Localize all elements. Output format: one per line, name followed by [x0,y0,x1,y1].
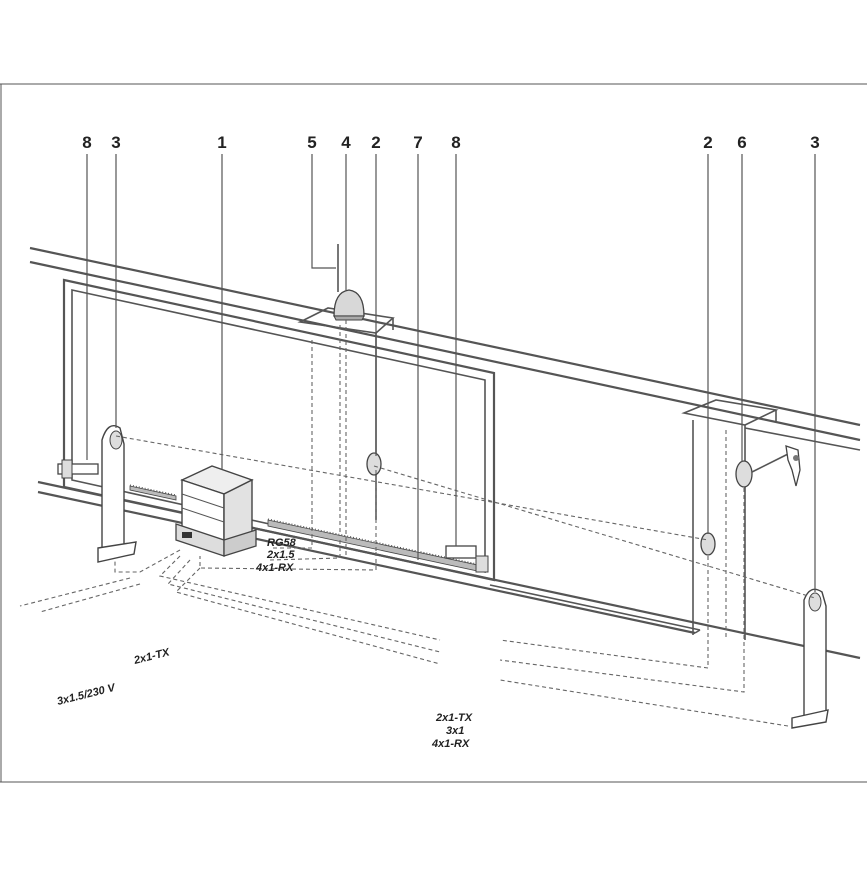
callout-8-right: 8 [451,133,460,152]
cable-labels: RG58 2x1.5 4x1-RX 3x1.5/230 V 2x1-TX 2x1… [56,537,473,750]
ground-lines [29,246,861,660]
limit-bracket-right [445,545,489,573]
gear-motor [175,465,257,557]
label-motor-power: 2x1.5 [266,549,295,561]
callout-2-right: 2 [703,133,712,152]
callout-5: 5 [307,133,316,152]
label-mains-tx: 2x1-TX [132,646,172,667]
label-bottom-power: 3x1 [446,725,464,737]
callout-3-right: 3 [810,133,819,152]
callout-8-left: 8 [82,133,91,152]
label-bottom-rx: 4x1-RX [431,738,470,750]
label-bottom-tx: 2x1-TX [435,712,473,724]
limit-bracket-left [57,459,99,479]
column-left [97,425,137,563]
label-motor-rx: 4x1-RX [255,562,294,574]
receiving-post [681,399,861,640]
photocell-right [700,532,716,556]
photocell-left [366,452,382,476]
callout-2-left: 2 [371,133,380,152]
callout-7: 7 [413,133,422,152]
gate-leaf [62,278,496,582]
key-switch [735,445,801,488]
column-right [791,588,829,729]
antenna-lamp [333,244,365,321]
callout-3-left: 3 [111,133,120,152]
callout-6: 6 [737,133,746,152]
callout-1: 1 [217,133,226,152]
callout-numbers: 8 3 1 5 4 2 7 8 2 6 3 [82,133,819,152]
cable-routes [19,320,816,727]
callout-4: 4 [341,133,351,152]
label-rg58: RG58 [267,537,297,549]
label-mains-power: 3x1.5/230 V [56,682,118,708]
callout-leaders [86,154,816,592]
